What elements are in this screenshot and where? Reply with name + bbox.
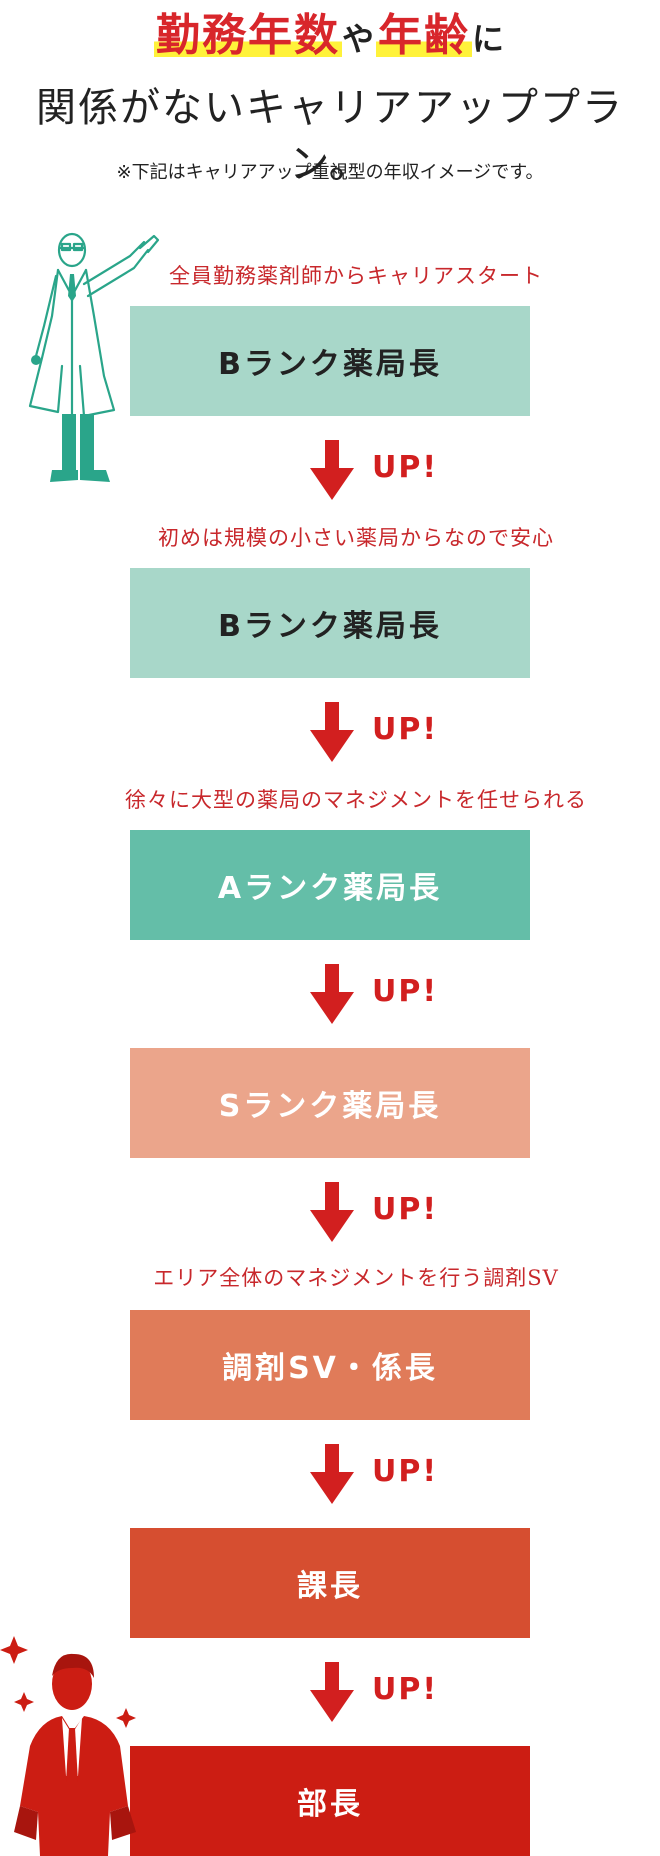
note-text: ※下記はキャリアアップ重視型の年収イメージです。	[116, 162, 544, 183]
up-label-1: UP!	[372, 450, 439, 485]
step-caption-5: エリア全体のマネジメントを行う調剤SV	[153, 1266, 559, 1290]
step-caption-1: 全員勤務薬剤師からキャリアスタート	[169, 264, 543, 288]
step-caption-3: 徐々に大型の薬局のマネジメントを任せられる	[125, 788, 587, 812]
step-box-5: 調剤SV・係長	[130, 1310, 530, 1420]
headline-line2: 関係がないキャリアアッププラン。	[36, 85, 624, 187]
manager-figure-icon	[0, 1636, 136, 1856]
headline-connector-2: に	[472, 20, 507, 58]
down-arrow-icon	[310, 964, 354, 1024]
headline-connector-1: や	[341, 20, 376, 58]
up-label-6: UP!	[372, 1672, 439, 1707]
step-box-7: 部長	[130, 1746, 530, 1856]
down-arrow-icon	[310, 1662, 354, 1722]
step-box-2: Bランク薬局長	[130, 568, 530, 678]
headline-keyword-years: 勤務年数	[153, 10, 342, 61]
headline-line1: 勤務年数や年齢に	[0, 6, 660, 69]
step-box-6: 課長	[130, 1528, 530, 1638]
step-box-1: Bランク薬局長	[130, 306, 530, 416]
down-arrow-icon	[310, 440, 354, 500]
headline-keyword-age: 年齢	[376, 10, 472, 61]
up-label-2: UP!	[372, 712, 439, 747]
down-arrow-icon	[310, 1444, 354, 1504]
step-box-4: Sランク薬局長	[130, 1048, 530, 1158]
up-label-4: UP!	[372, 1192, 439, 1227]
up-label-5: UP!	[372, 1454, 439, 1489]
down-arrow-icon	[310, 702, 354, 762]
step-box-3: Aランク薬局長	[130, 830, 530, 940]
step-caption-2: 初めは規模の小さい薬局からなので安心	[158, 526, 554, 550]
up-label-3: UP!	[372, 974, 439, 1009]
down-arrow-icon	[310, 1182, 354, 1242]
pharmacist-figure-icon	[28, 232, 160, 482]
